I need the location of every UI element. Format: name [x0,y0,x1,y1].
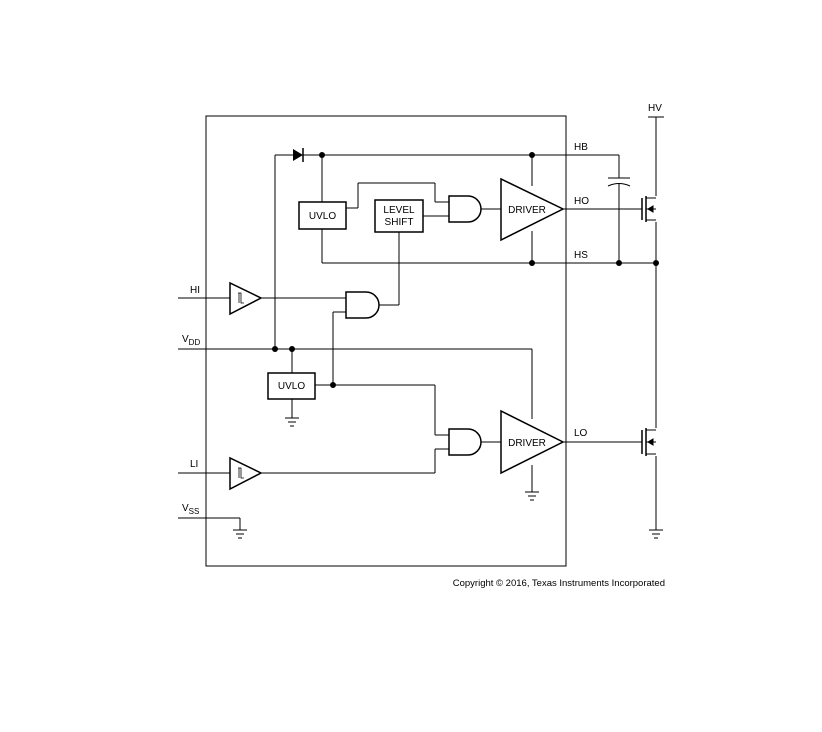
level-shift-label-line1: LEVEL [383,205,415,216]
pin-label-hi: HI [190,285,200,296]
uvlo-low-block: UVLO [267,372,316,400]
ground-icon [525,491,539,501]
pin-label-vss: VSS [182,503,199,516]
high-side-mosfet [633,196,656,222]
ground-icon [649,529,663,539]
wires [178,117,657,530]
uvlo-high-block: UVLO [298,201,347,230]
and-gate-low [448,428,482,456]
uvlo-low-label: UVLO [278,381,305,392]
pin-label-lo: LO [574,428,588,439]
and-gate-mid [345,291,380,319]
pin-label-hs: HS [574,250,588,261]
driver-high-block: DRIVER [500,177,565,242]
bootstrap-diode [293,148,304,162]
pin-label-ho: HO [574,196,589,207]
driver-low-label: DRIVER [508,438,546,449]
copyright-notice: Copyright © 2016, Texas Instruments Inco… [453,578,665,589]
level-shift-block: LEVEL SHIFT [374,199,424,233]
driver-low-block: DRIVER [500,409,565,475]
ground-symbols [233,417,663,539]
level-shift-label-line2: SHIFT [385,217,414,228]
and-gate-high [448,195,482,223]
junction-dots [272,152,659,388]
ic-outline [205,115,567,567]
pin-label-vdd: VDD [182,334,200,347]
low-side-mosfet [633,428,656,456]
hi-schmitt-buffer [229,281,263,316]
pin-label-li: LI [190,459,198,470]
pin-label-hb: HB [574,142,588,153]
ground-icon [285,417,299,427]
driver-high-label: DRIVER [508,205,546,216]
ground-icon [233,529,247,539]
li-schmitt-buffer [229,456,263,491]
uvlo-high-label: UVLO [309,211,336,222]
pin-label-hv: HV [648,103,662,114]
